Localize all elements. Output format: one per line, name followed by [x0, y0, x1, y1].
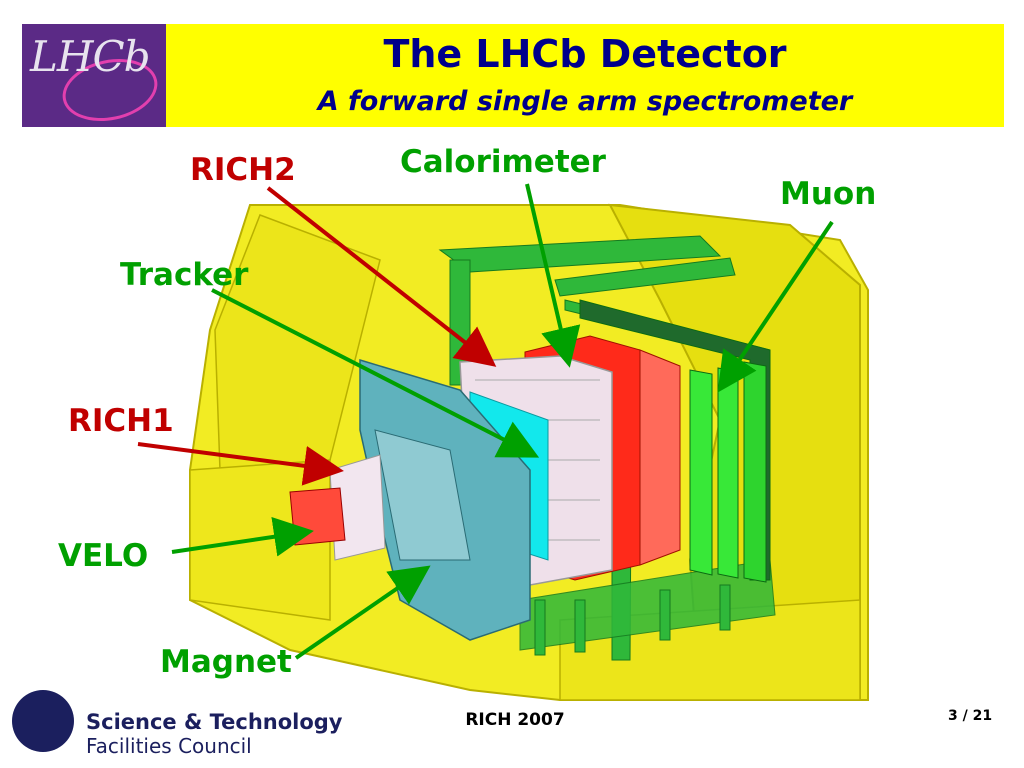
rich1-arrow	[137, 442, 344, 486]
slide-title: The LHCb Detector	[383, 32, 787, 76]
velo-box	[289, 487, 346, 546]
lower-supports	[534, 584, 731, 656]
stfc-sunburst-icon	[12, 690, 74, 752]
label-tracker: Tracker	[120, 257, 249, 293]
slide-subtitle: A forward single arm spectrometer	[317, 86, 853, 117]
muon-chambers	[579, 299, 771, 583]
label-calorimeter: Calorimeter	[400, 144, 606, 180]
footer-event: RICH 2007	[465, 710, 565, 730]
label-magnet: Magnet	[160, 644, 292, 680]
velo-arrow	[171, 516, 314, 557]
calorimeter-arrow	[525, 183, 581, 368]
label-velo: VELO	[58, 538, 149, 574]
stfc-line1: Science & Technology	[86, 710, 343, 734]
label-muon: Muon	[780, 176, 877, 212]
label-rich1: RICH1	[68, 403, 174, 439]
page-number: 3 / 21	[948, 708, 993, 724]
tracker-arrow	[211, 288, 540, 458]
logo-text: LHCb	[30, 32, 151, 81]
magnet-arrow	[294, 565, 431, 660]
muon-arrow	[717, 220, 834, 393]
title-bar: The LHCb Detector A forward single arm s…	[166, 24, 1004, 127]
lhcb-logo: LHCb	[22, 24, 166, 130]
stfc-line2: Facilities Council	[86, 734, 252, 758]
rich2-arrow	[266, 186, 497, 367]
label-rich2: RICH2	[190, 152, 296, 188]
